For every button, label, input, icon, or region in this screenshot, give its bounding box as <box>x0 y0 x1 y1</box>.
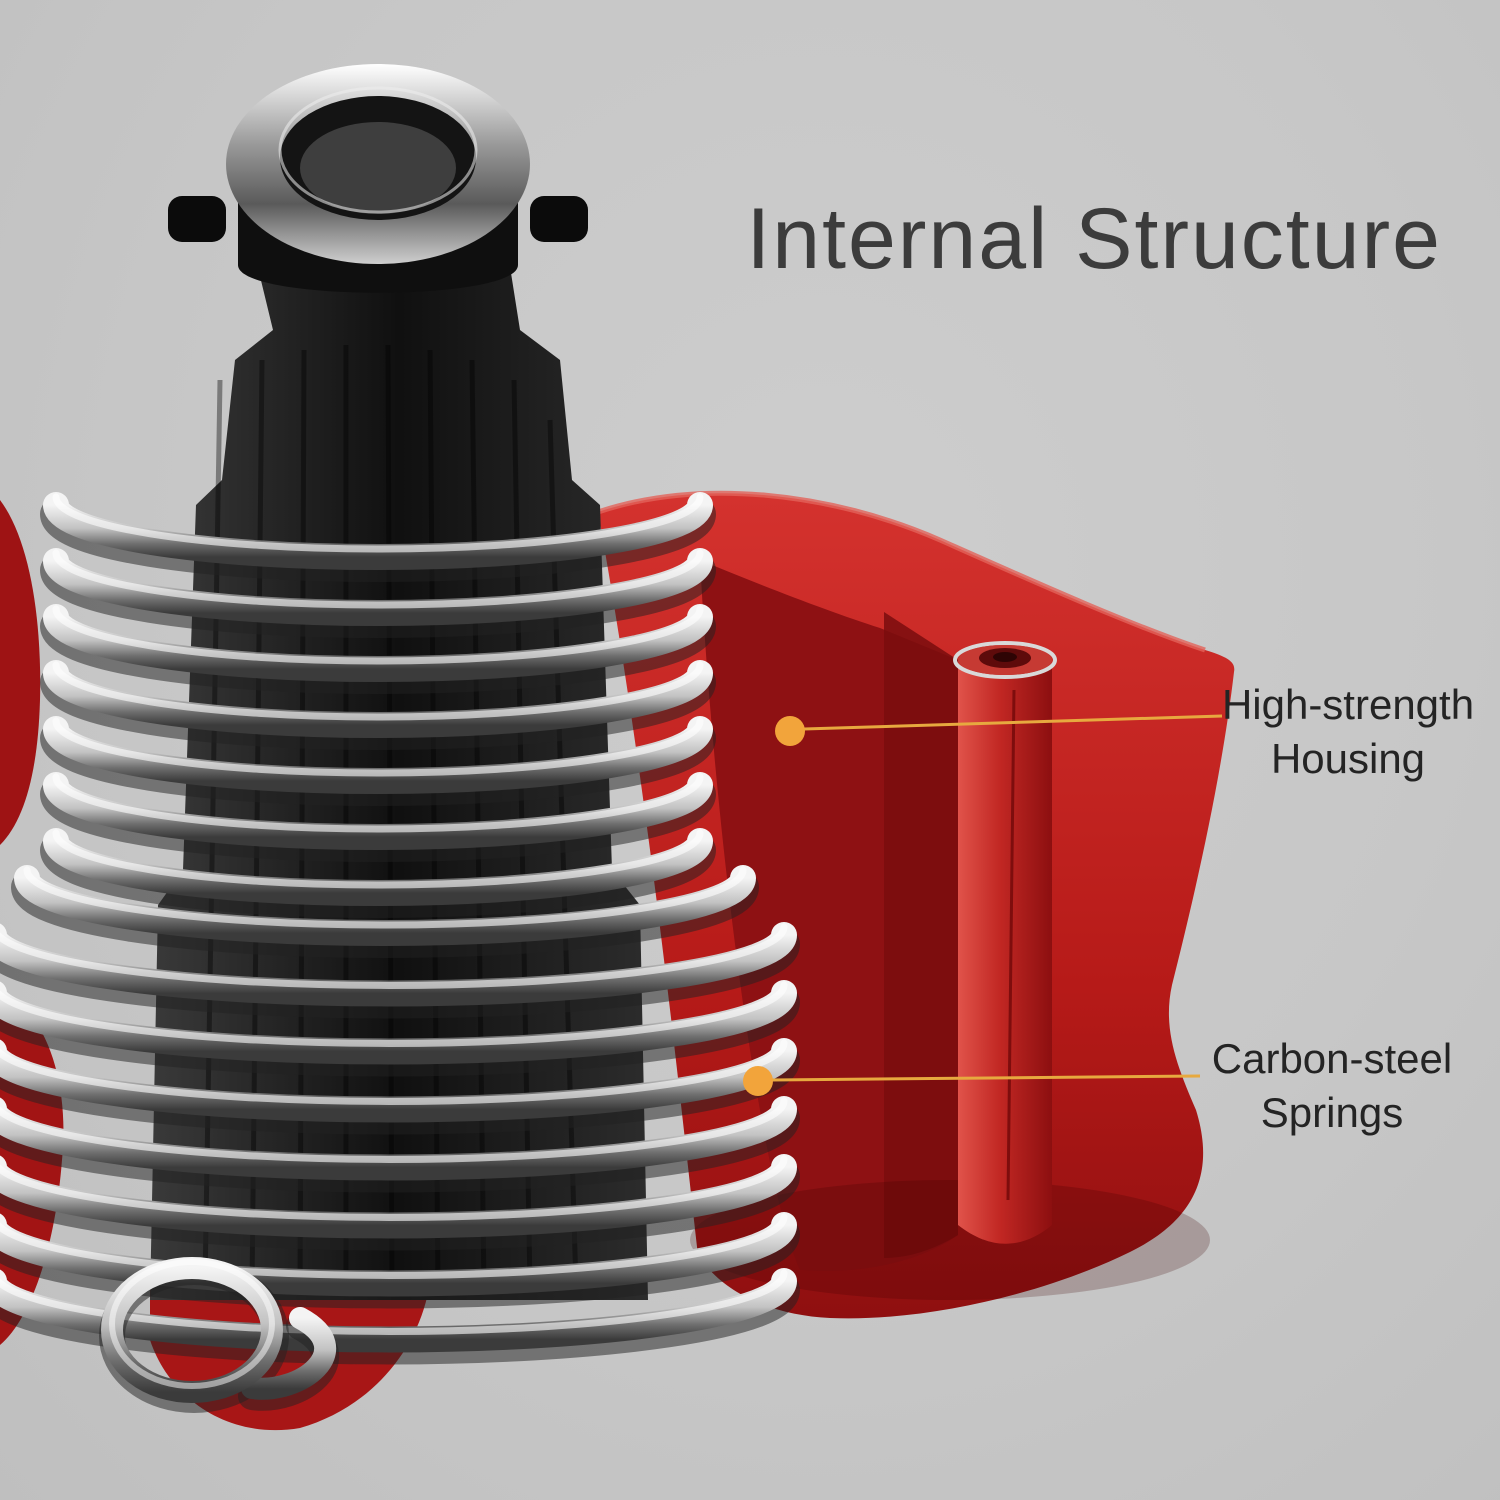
annotation-dot-springs <box>743 1066 773 1096</box>
annotation-dot-housing <box>775 716 805 746</box>
annotation-label-housing-line2: Housing <box>1270 735 1426 782</box>
spring-coil-wire <box>0 492 797 1353</box>
page-title: Internal Structure <box>746 191 1442 287</box>
annotation-label-springs-line1: Carbon-steel <box>1211 1035 1453 1082</box>
housing-post <box>953 641 1057 1244</box>
spring-hook-loop <box>99 1257 340 1413</box>
top-bearing <box>168 64 588 293</box>
callouts <box>743 714 1223 1096</box>
spring-coil-highlights <box>0 493 788 1335</box>
annotation-line-housing <box>803 714 1223 731</box>
annotation-label-springs-line2: Springs <box>1260 1089 1404 1136</box>
post-metal-ring <box>953 641 1057 679</box>
annotation-line-springs <box>771 1074 1201 1082</box>
annotation-label-housing: High-strength Housing <box>1204 678 1492 786</box>
post-bore-hole <box>993 652 1017 662</box>
annotation-label-housing-line1: High-strength <box>1221 681 1475 728</box>
spring-coil <box>0 492 800 1413</box>
annotation-label-springs: Carbon-steel Springs <box>1194 1032 1470 1140</box>
